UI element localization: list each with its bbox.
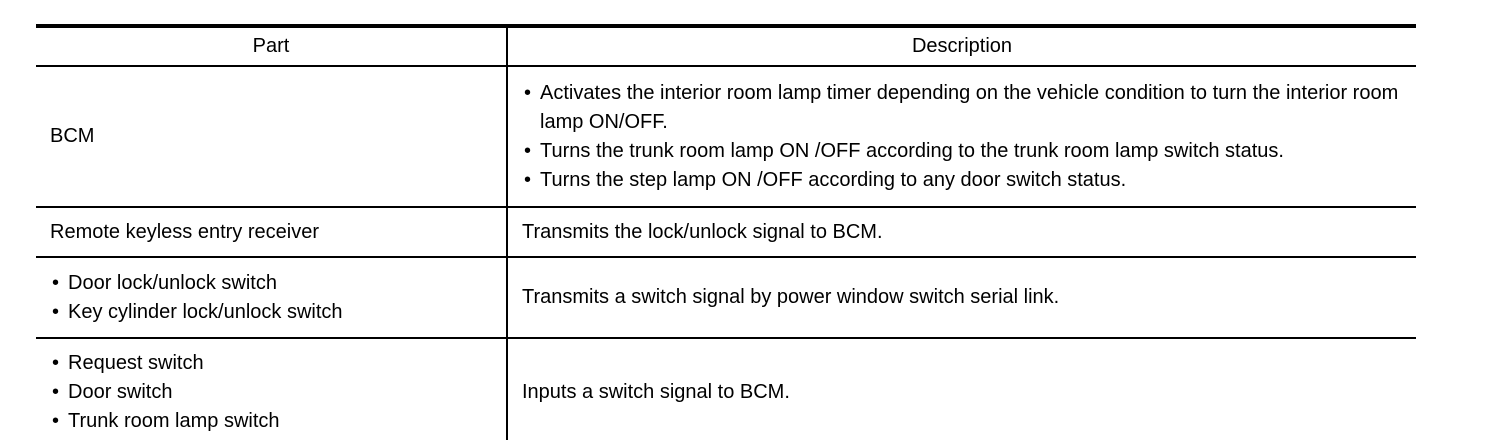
bullet-text: Activates the interior room lamp timer d…: [540, 81, 1399, 133]
table-row-bcm: BCM • Activates the interior room lamp ti…: [36, 65, 1416, 207]
part-bullet-list: • Request switch • Door switch • Trunk room…: [50, 349, 492, 436]
column-header-part: Part: [36, 26, 508, 67]
list-item: • Trunk room lamp switch: [50, 407, 492, 436]
bullet-icon: •: [52, 271, 60, 294]
bullet-icon: •: [52, 409, 60, 432]
part-text: Remote keyless entry receiver: [50, 220, 319, 243]
part-bullet-list: • Door lock/unlock switch • Key cylinder l…: [50, 269, 492, 327]
part-text: BCM: [50, 125, 95, 147]
table-header-row: Part Description: [36, 26, 1416, 67]
list-item: • Turns the step lamp ON /OFF according t…: [522, 166, 1402, 195]
table-row-input-switches: • Request switch • Door switch • Trunk room…: [36, 337, 1416, 440]
bullet-text: Door lock/unlock switch: [68, 271, 277, 294]
description-cell: Inputs a switch signal to BCM.: [507, 337, 1416, 440]
bullet-icon: •: [524, 81, 532, 104]
list-item: • Request switch: [50, 349, 492, 378]
bullet-text: Turns the trunk room lamp ON /OFF accord…: [540, 139, 1284, 162]
description-cell: Transmits a switch signal by power windo…: [507, 256, 1416, 338]
table-row-lock-switches: • Door lock/unlock switch • Key cylinder l…: [36, 256, 1416, 338]
bullet-icon: •: [524, 168, 532, 191]
description-text: Transmits the lock/unlock signal to BCM.: [522, 220, 883, 243]
part-cell: • Request switch • Door switch • Trunk room…: [36, 337, 508, 440]
bullet-text: Turns the step lamp ON /OFF according to…: [540, 168, 1127, 191]
list-item: • Door switch: [50, 378, 492, 407]
description-text: Inputs a switch signal to BCM.: [522, 380, 790, 403]
bullet-icon: •: [52, 300, 60, 323]
description-cell: Transmits the lock/unlock signal to BCM.: [507, 206, 1416, 257]
table-row-remote-keyless-entry: Remote keyless entry receiver Transmits …: [36, 206, 1416, 257]
bullet-icon: •: [524, 139, 532, 162]
part-cell: • Door lock/unlock switch • Key cylinder l…: [36, 256, 508, 338]
column-header-description: Description: [507, 26, 1416, 67]
description-cell: • Activates the interior room lamp timer …: [507, 65, 1416, 207]
bullet-text: Key cylinder lock/unlock switch: [68, 300, 343, 323]
list-item: • Door lock/unlock switch: [50, 269, 492, 298]
list-item: • Activates the interior room lamp timer …: [522, 79, 1402, 137]
bullet-icon: •: [52, 351, 60, 374]
description-text: Transmits a switch signal by power windo…: [522, 286, 1060, 308]
bullet-text: Trunk room lamp switch: [68, 409, 280, 432]
parts-description-table: Part Description BCM • Activates the inte…: [36, 24, 1416, 440]
part-cell: BCM: [36, 65, 508, 207]
list-item: • Turns the trunk room lamp ON /OFF accor…: [522, 137, 1402, 166]
part-cell: Remote keyless entry receiver: [36, 206, 508, 257]
description-bullet-list: • Activates the interior room lamp timer …: [522, 79, 1402, 195]
bullet-icon: •: [52, 380, 60, 403]
list-item: • Key cylinder lock/unlock switch: [50, 298, 492, 327]
bullet-text: Request switch: [68, 351, 204, 374]
bullet-text: Door switch: [68, 380, 173, 403]
